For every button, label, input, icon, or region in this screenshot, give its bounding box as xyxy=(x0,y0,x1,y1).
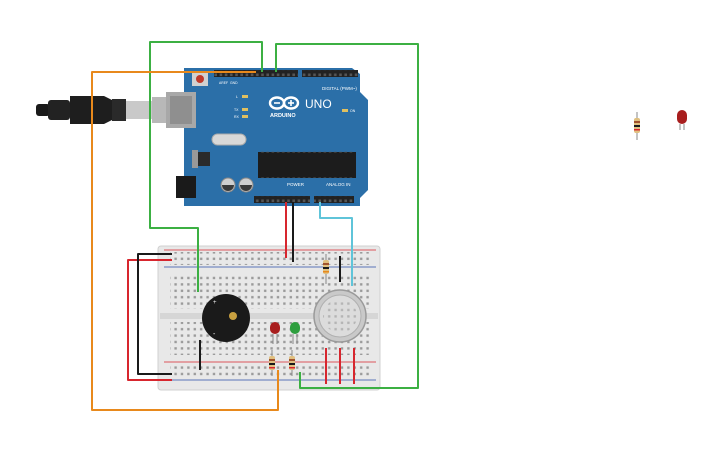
power-jack xyxy=(176,176,196,198)
digital-header-label: DIGITAL (PWM~) xyxy=(322,86,357,91)
top-power-rail xyxy=(170,252,370,265)
microcontroller-chip xyxy=(258,152,356,178)
green-led[interactable] xyxy=(290,322,300,344)
wire-red-rail[interactable] xyxy=(127,259,172,381)
gnd-label: GND xyxy=(230,81,238,85)
power-header-label: POWER xyxy=(287,182,305,187)
resistor-sensor[interactable] xyxy=(323,254,329,284)
model-text: UNO xyxy=(305,97,332,111)
red-led[interactable] xyxy=(270,322,280,344)
buzzer-plus-mark: + xyxy=(213,300,217,306)
analog-header-label: ANALOG IN xyxy=(326,182,351,187)
loose-red-led[interactable] xyxy=(677,110,687,130)
l-led xyxy=(242,95,248,98)
loose-resistor[interactable] xyxy=(634,112,640,140)
tx-led xyxy=(242,108,248,111)
piezo-buzzer[interactable]: + - xyxy=(202,294,250,342)
tx-label: TX xyxy=(234,108,239,112)
voltage-regulator xyxy=(196,152,210,166)
rx-led xyxy=(242,115,248,118)
wire-green-led[interactable] xyxy=(275,43,419,389)
resistor-green-led[interactable] xyxy=(289,350,295,376)
arduino-uno-board[interactable]: ARDUINO UNO DIGITAL (PWM~) AREF GND L TX… xyxy=(166,68,368,206)
gas-sensor[interactable] xyxy=(313,289,367,343)
crystal xyxy=(211,133,247,146)
arduino-logo-icon xyxy=(268,96,300,110)
bottom-power-rail xyxy=(170,364,370,377)
wire-cyan-a0[interactable] xyxy=(319,202,353,286)
brand-text: ARDUINO xyxy=(270,113,296,119)
aref-label: AREF xyxy=(219,81,228,85)
usb-cable[interactable] xyxy=(36,96,186,124)
wires[interactable] xyxy=(91,41,419,411)
on-led xyxy=(342,109,348,112)
wire-orange-led[interactable] xyxy=(91,71,279,411)
center-channel xyxy=(160,313,378,319)
rx-label: RX xyxy=(234,115,240,119)
l-led-label: L xyxy=(236,95,238,99)
wire-black-rail[interactable] xyxy=(137,253,172,375)
resistor-red-led[interactable] xyxy=(269,350,275,376)
wire-green-buzzer[interactable] xyxy=(149,41,263,292)
buzzer-minus-mark: - xyxy=(213,331,216,338)
on-label: ON xyxy=(350,109,356,113)
